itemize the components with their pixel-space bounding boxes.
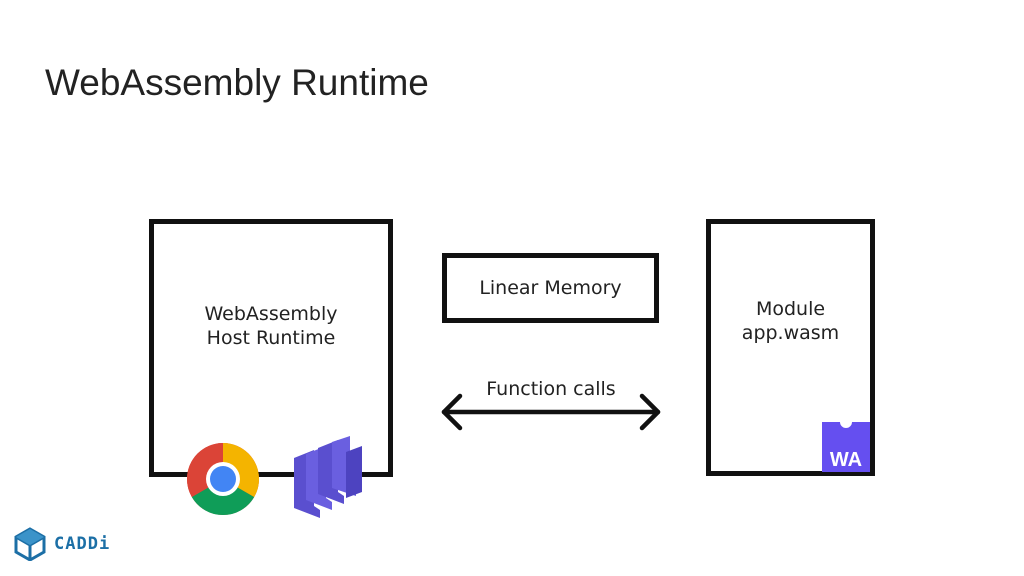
wa-logo-text: WA: [830, 449, 862, 471]
module-label: Module app.wasm: [742, 297, 839, 345]
function-calls-label: Function calls: [486, 378, 616, 400]
module-label-line-2: app.wasm: [741, 321, 840, 344]
linear-memory-box: Linear Memory: [442, 253, 659, 323]
caddi-cube-icon: [14, 527, 46, 561]
chrome-logo-icon: [186, 443, 260, 516]
host-runtime-label-line-2: Host Runtime: [206, 327, 336, 349]
double-arrow-icon: [441, 393, 661, 431]
brand-name: CADDi: [54, 534, 111, 554]
module-label-line-1: Module: [755, 297, 826, 320]
linear-memory-label: Linear Memory: [479, 277, 622, 299]
host-runtime-label-line-1: WebAssembly: [204, 303, 338, 325]
slide-title: WebAssembly Runtime: [45, 62, 429, 103]
brand: CADDi: [14, 527, 110, 561]
host-runtime-label: WebAssembly Host Runtime: [205, 302, 338, 350]
host-runtime-box: WebAssembly Host Runtime: [149, 219, 393, 477]
host-runtime-logo-icon: [294, 436, 362, 518]
webassembly-logo-icon: WA: [822, 422, 870, 472]
